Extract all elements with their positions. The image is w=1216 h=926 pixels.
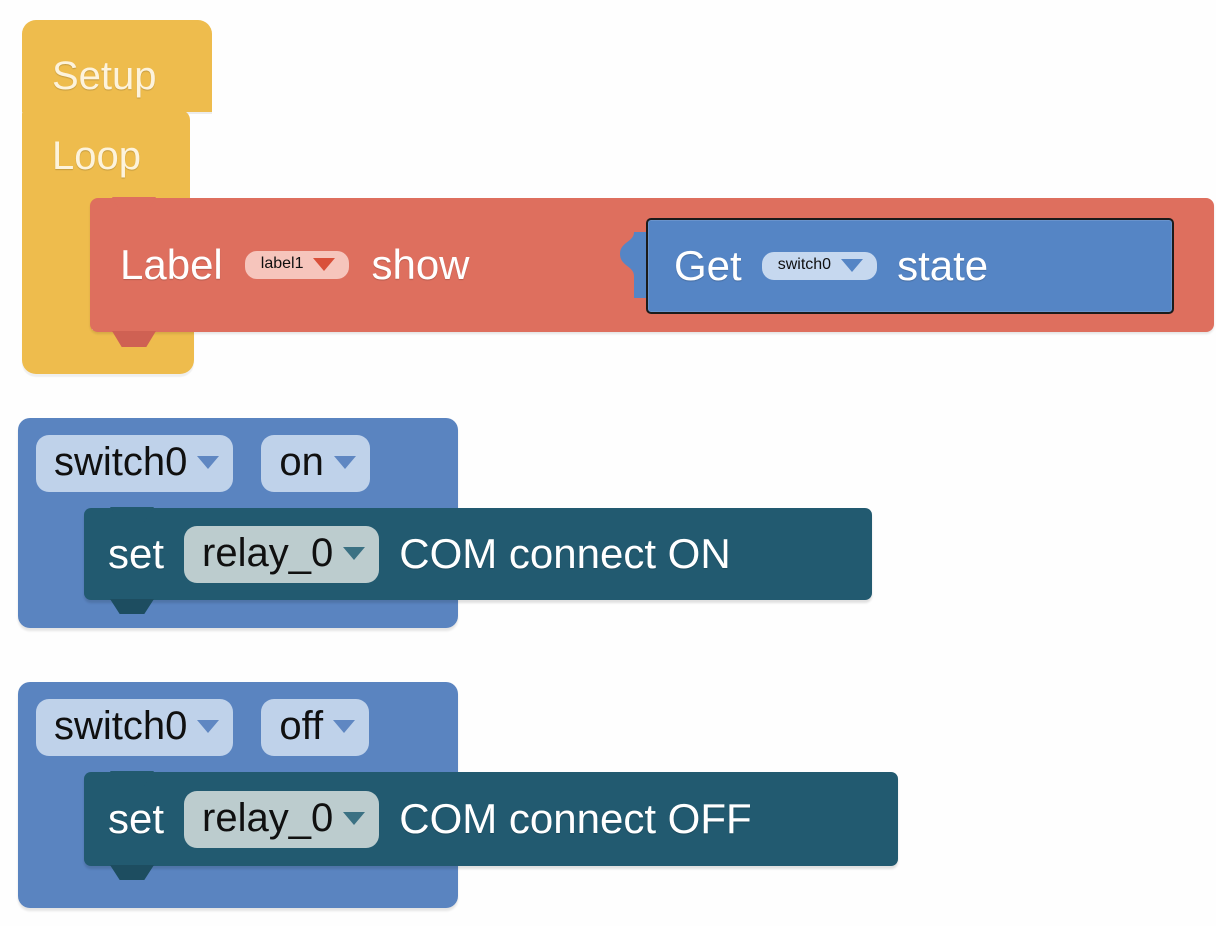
switch-off-state-dropdown[interactable]: off: [261, 698, 370, 756]
get-block-suffix: state: [897, 242, 989, 289]
set-relay-on-prefix: set: [108, 530, 165, 577]
loop-block-label: Loop: [52, 134, 141, 178]
chevron-down-icon: [333, 719, 356, 733]
set-relay-on-suffix: COM connect ON: [399, 530, 731, 577]
switch-off-device-value: switch0: [54, 703, 188, 748]
set-relay-off-block[interactable]: set relay_0 COM connect OFF: [84, 771, 898, 880]
set-relay-on-block[interactable]: set relay_0 COM connect ON: [84, 507, 872, 614]
set-relay-off-target-dropdown[interactable]: relay_0: [184, 790, 380, 848]
set-relay-off-top-notch: [110, 771, 154, 786]
set-relay-on-bottom-nub: [110, 599, 154, 614]
switch-on-device-value: switch0: [54, 439, 188, 484]
chevron-down-icon: [343, 546, 366, 560]
setup-hat-block[interactable]: Setup: [22, 20, 212, 112]
set-relay-on-target-dropdown[interactable]: relay_0: [184, 525, 380, 583]
get-device-value: switch0: [777, 256, 832, 273]
setup-block-label: Setup: [52, 54, 157, 98]
switch-on-state-dropdown[interactable]: on: [261, 434, 370, 492]
switch-off-state-value: off: [279, 703, 324, 748]
label-block-suffix: show: [371, 241, 470, 288]
get-device-dropdown[interactable]: switch0: [761, 252, 878, 280]
label-block-prefix: Label: [120, 241, 223, 288]
switch-off-device-dropdown[interactable]: switch0: [36, 698, 234, 756]
get-state-block[interactable]: Get switch0 state: [646, 218, 1174, 314]
label-name-value: label1: [260, 255, 304, 272]
loop-block-header[interactable]: Loop: [22, 110, 190, 202]
set-relay-off-suffix: COM connect OFF: [399, 795, 752, 842]
set-relay-off-target-value: relay_0: [202, 795, 334, 840]
switch-on-state-value: on: [279, 439, 324, 484]
chevron-down-icon: [197, 455, 220, 469]
set-relay-off-bottom-nub: [110, 865, 154, 880]
label-block-bottom-nub: [112, 331, 156, 347]
chevron-down-icon: [197, 719, 220, 733]
set-relay-off-prefix: set: [108, 795, 165, 842]
chevron-down-icon: [841, 258, 864, 272]
chevron-down-icon: [333, 455, 356, 469]
set-relay-on-target-value: relay_0: [202, 530, 334, 575]
label-name-dropdown[interactable]: label1: [244, 251, 350, 279]
label-block-top-notch: [112, 197, 156, 213]
switch-on-device-dropdown[interactable]: switch0: [36, 434, 234, 492]
chevron-down-icon: [313, 257, 336, 271]
program-stack-setup-loop[interactable]: Setup Loop Label label1 show: [0, 0, 1216, 400]
loop-block-left-arm: [22, 198, 92, 340]
chevron-down-icon: [343, 811, 366, 825]
set-relay-on-top-notch: [110, 507, 154, 522]
get-block-prefix: Get: [674, 242, 742, 289]
